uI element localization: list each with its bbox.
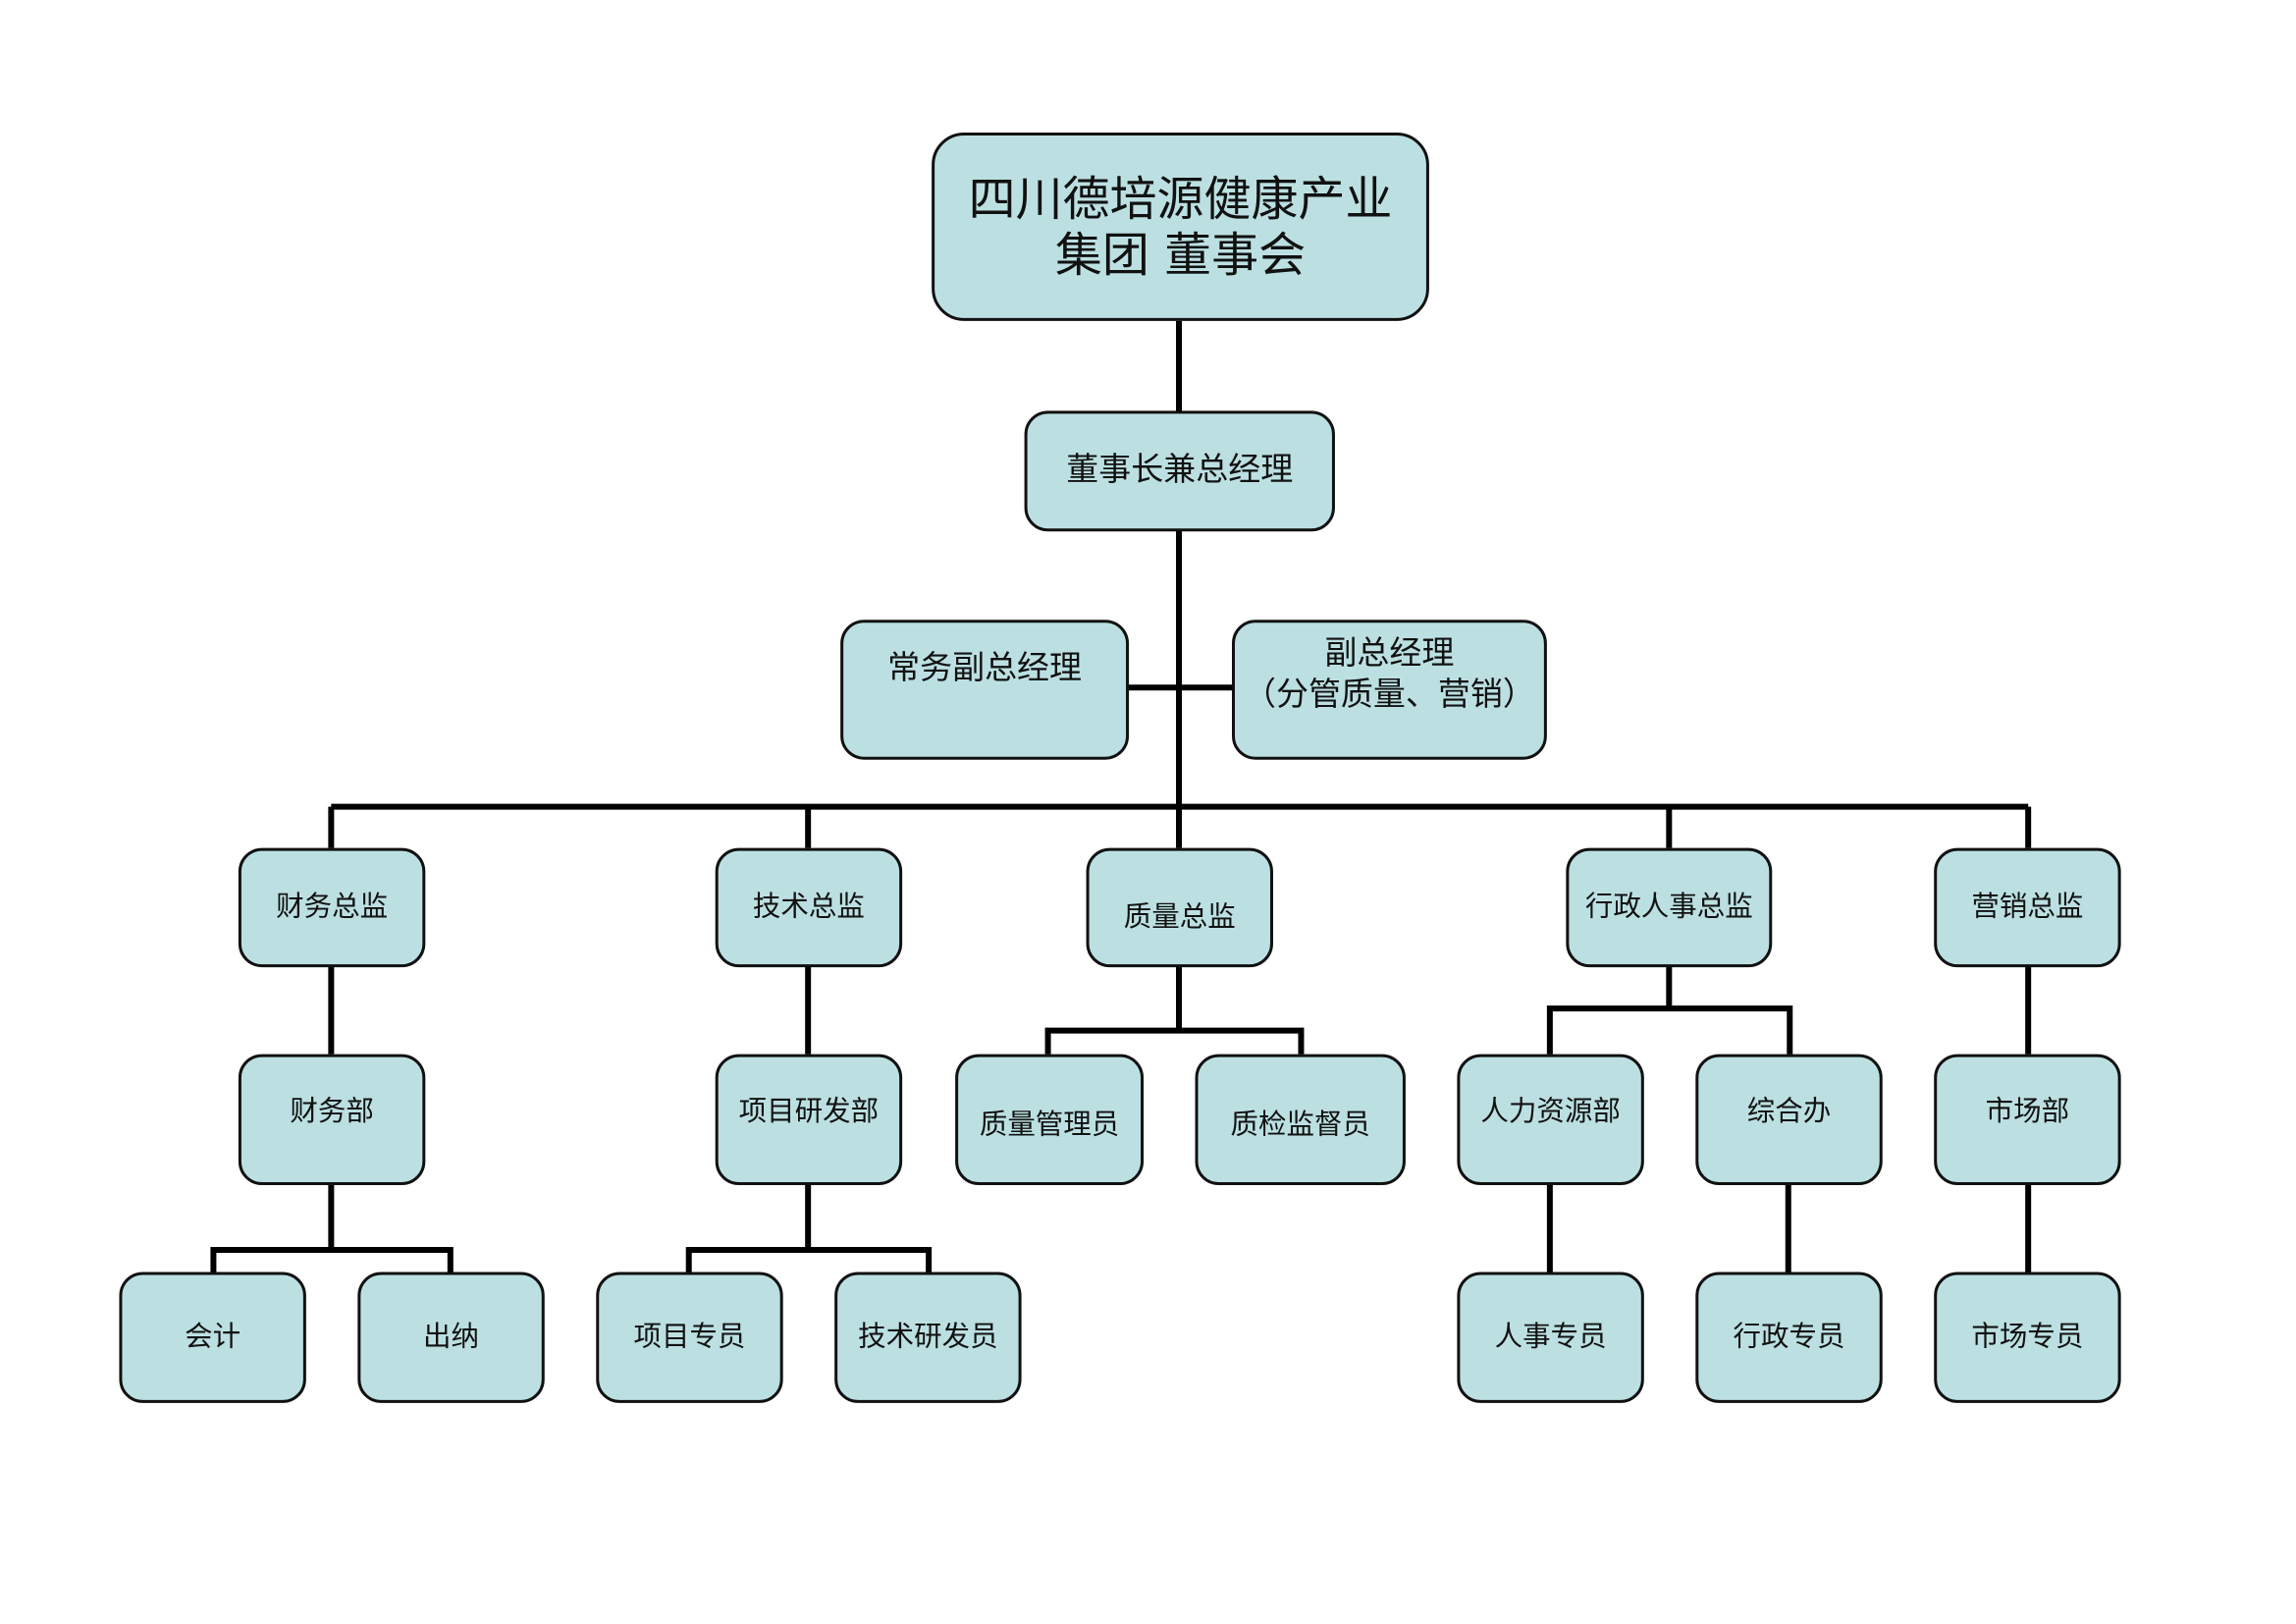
label: 综合办 (1746, 1095, 1832, 1128)
admin-branch (1546, 965, 1793, 1055)
board-title-line2: 集团 董事会 (1054, 226, 1307, 283)
director-tech: 技术总监 (715, 847, 903, 968)
label: 会计 (185, 1320, 241, 1353)
staff-admin-specialist: 行政专员 (1695, 1272, 1883, 1403)
director-admin-hr: 行政人事总监 (1566, 847, 1773, 968)
label: 质量总监 (1123, 900, 1236, 934)
label: 质检监督员 (1230, 1108, 1370, 1141)
vp-scope-label: （分管质量、营销） (1243, 676, 1535, 714)
label: 人事专员 (1494, 1320, 1607, 1353)
executive-vp-box: 常务副总经理 (840, 620, 1130, 760)
label: 财务部 (290, 1095, 374, 1128)
label: 市场专员 (1971, 1320, 2084, 1353)
dept-market: 市场部 (1934, 1054, 2121, 1186)
board-title-line1: 四川德培源健康产业 (968, 170, 1393, 227)
director-marketing: 营销总监 (1934, 847, 2121, 968)
vp-label: 副总经理 (1324, 635, 1455, 674)
staff-project-specialist: 项目专员 (596, 1272, 783, 1403)
director-quality: 质量总监 (1086, 847, 1273, 968)
label: 项目研发部 (738, 1095, 880, 1128)
board-box: 四川德培源健康产业 集团 董事会 (932, 132, 1429, 321)
label: 财务总监 (276, 890, 389, 923)
quality-inspector: 质检监督员 (1195, 1054, 1406, 1186)
label: 营销总监 (1971, 890, 2084, 923)
label: 质量管理员 (979, 1108, 1120, 1141)
label: 技术研发员 (858, 1320, 998, 1353)
label: 项目专员 (633, 1320, 746, 1353)
rd-dept-branch (685, 1183, 933, 1272)
quality-manager: 质量管理员 (955, 1054, 1145, 1186)
staff-hr-specialist: 人事专员 (1457, 1272, 1644, 1403)
label: 技术总监 (752, 890, 865, 923)
general-office: 综合办 (1695, 1054, 1883, 1186)
director-finance: 财务总监 (238, 847, 426, 968)
label: 市场部 (1985, 1095, 2070, 1128)
dept-rd: 项目研发部 (715, 1054, 903, 1186)
executive-vp-label: 常务副总经理 (887, 650, 1083, 688)
chairman-label: 董事长兼总经理 (1066, 452, 1294, 490)
quality-branch (1044, 965, 1305, 1055)
staff-market-specialist: 市场专员 (1934, 1272, 2121, 1403)
chairman-box: 董事长兼总经理 (1024, 410, 1335, 532)
finance-dept-branch (210, 1183, 454, 1272)
label: 行政人事总监 (1584, 890, 1753, 923)
dept-hr: 人力资源部 (1457, 1054, 1644, 1186)
label: 行政专员 (1733, 1320, 1845, 1353)
label: 人力资源部 (1480, 1095, 1621, 1128)
staff-tech-rd: 技术研发员 (834, 1272, 1022, 1403)
vp-box: 副总经理 （分管质量、营销） (1231, 620, 1547, 760)
director-drops (328, 806, 2032, 848)
staff-cashier: 出纳 (357, 1272, 545, 1403)
dept-finance: 财务部 (238, 1054, 426, 1186)
label: 出纳 (423, 1320, 480, 1353)
staff-accountant: 会计 (119, 1272, 306, 1403)
